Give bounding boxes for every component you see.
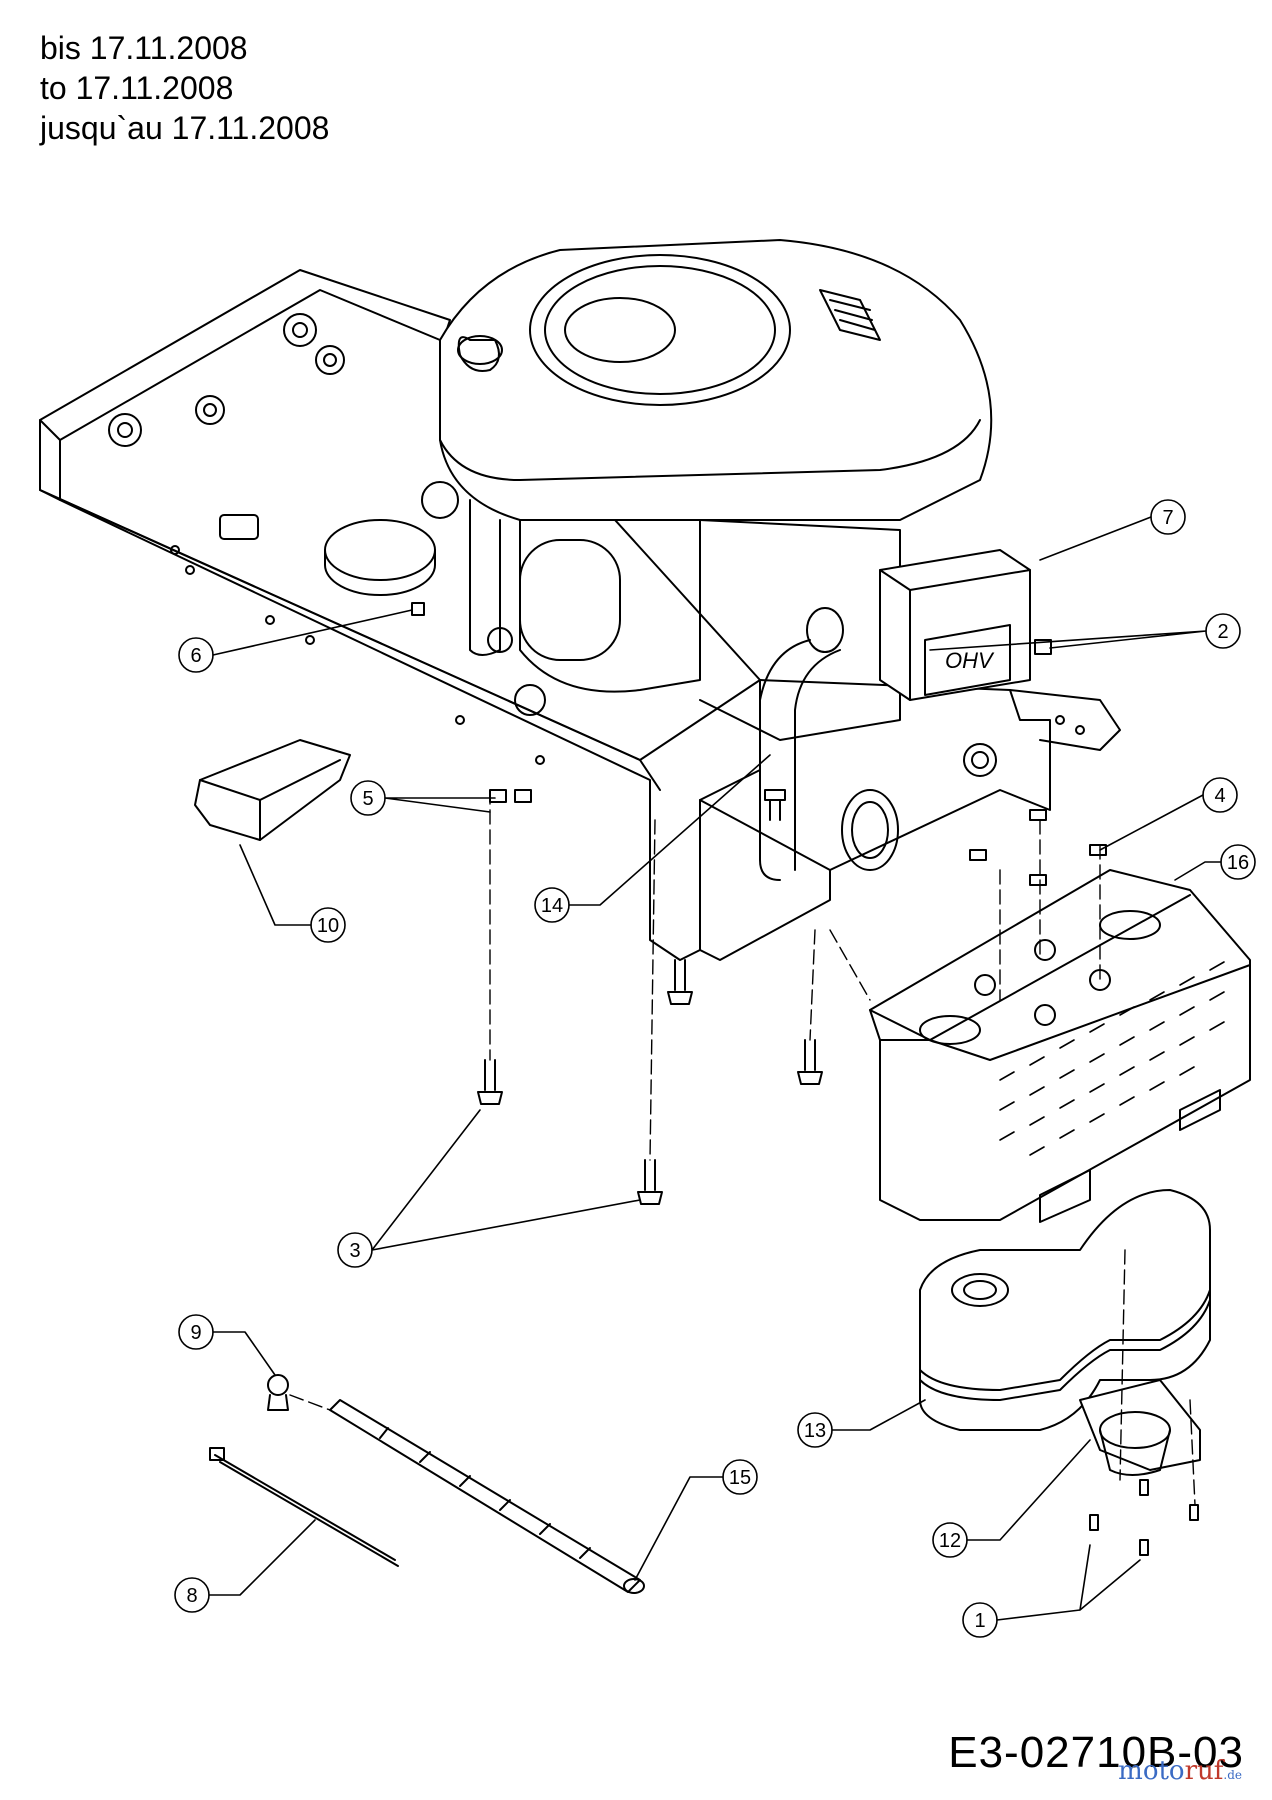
heat-shield <box>869 869 1251 1223</box>
revision-line-de: bis 17.11.2008 <box>40 30 248 66</box>
callout-6: 6 <box>190 645 201 667</box>
clip <box>267 1374 289 1411</box>
muffler-flange <box>1079 1379 1201 1476</box>
chassis-frame <box>39 269 1121 961</box>
side-bracket <box>194 739 351 841</box>
revision-note: bis 17.11.2008 to 17.11.2008 jusqu`au 17… <box>40 28 329 148</box>
callout-7: 7 <box>1162 507 1173 529</box>
callout-4: 4 <box>1214 785 1225 807</box>
engine-brand-label: OHV <box>945 648 995 673</box>
revision-line-fr: jusqu`au 17.11.2008 <box>40 110 330 146</box>
watermark-logo: motoruf.de <box>1118 1756 1242 1786</box>
assembly-lines <box>289 789 1196 1506</box>
callout-13: 13 <box>804 1420 826 1442</box>
callout-3: 3 <box>349 1240 360 1262</box>
callout-2: 2 <box>1217 621 1228 643</box>
callout-5: 5 <box>362 788 373 810</box>
engine-muffler-guard: OHV <box>879 549 1031 701</box>
callout-14: 14 <box>541 895 563 917</box>
callout-9: 9 <box>190 1322 201 1344</box>
watermark-part1: moto <box>1118 1756 1185 1786</box>
watermark-part3: .de <box>1223 1768 1242 1782</box>
cable-tie <box>209 1447 399 1567</box>
callout-8: 8 <box>186 1585 197 1607</box>
bolts <box>411 602 1199 1556</box>
engine-assembly <box>421 239 993 741</box>
watermark-part2: ruf <box>1184 1756 1224 1786</box>
callout-leaders <box>174 499 1256 1638</box>
revision-line-en: to 17.11.2008 <box>40 70 234 106</box>
rod <box>329 1399 645 1594</box>
callout-16: 16 <box>1227 852 1249 874</box>
callout-12: 12 <box>939 1530 961 1552</box>
callout-1: 1 <box>974 1610 985 1632</box>
drawing-code: E3-02710B-03 <box>948 1728 1244 1777</box>
callout-numbers: 1 2 3 4 5 6 7 8 9 10 12 13 14 15 16 <box>186 507 1249 1632</box>
callout-10: 10 <box>317 915 339 937</box>
callout-15: 15 <box>729 1467 751 1489</box>
muffler <box>919 1189 1211 1431</box>
exhaust-pipe <box>759 607 844 881</box>
